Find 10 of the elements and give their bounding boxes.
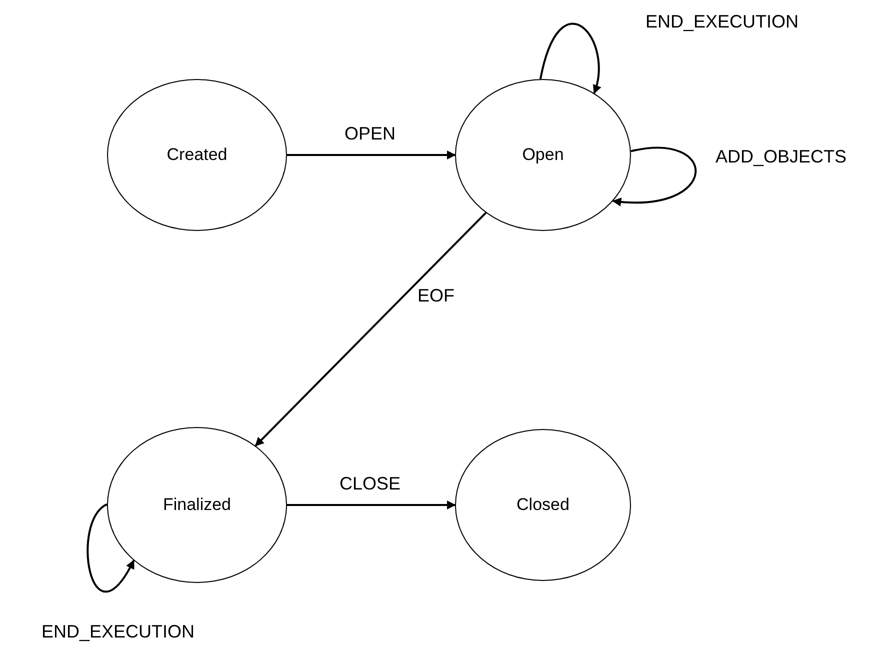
transition-arrow [612, 147, 696, 206]
transition-arrow [287, 150, 456, 160]
transition-arrow [86, 504, 135, 592]
state-name: Open [522, 145, 564, 165]
edge-label: ADD_OBJECTS [713, 146, 849, 168]
state-name: Closed [516, 495, 570, 515]
state-name: Finalized [162, 495, 232, 515]
state-name: Created [166, 145, 228, 165]
transition-arrow [539, 23, 601, 94]
transition-arrow [254, 212, 487, 446]
